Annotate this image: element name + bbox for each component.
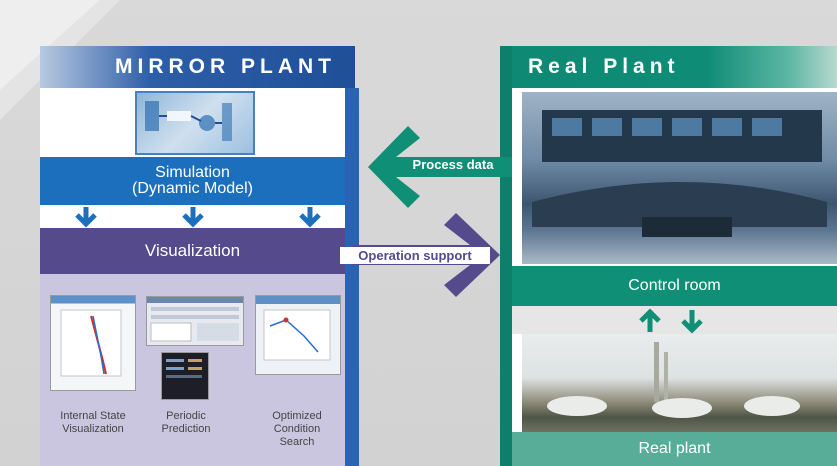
periodic-prediction-thumbnail-1 <box>146 296 244 346</box>
simulation-screenshot <box>135 91 255 155</box>
simulation-label: Simulation <box>155 164 230 181</box>
visualization-box: Visualization <box>40 228 345 274</box>
mirror-plant-title: MIRROR PLANT <box>40 46 355 88</box>
caption-optimized-search: Optimized Condition Search <box>272 410 322 448</box>
caption-periodic-prediction: Periodic Prediction <box>161 410 211 435</box>
process-data-label: Process data <box>412 157 494 172</box>
simulation-box: Simulation (Dynamic Model) <box>40 157 345 205</box>
periodic-prediction-thumbnail-2 <box>161 352 209 400</box>
real-plant-edge <box>500 46 512 466</box>
control-room-box: Control room <box>512 266 837 306</box>
caption-internal-state: Internal State Visualization <box>60 410 126 435</box>
arrow-up-icon <box>639 308 661 332</box>
operation-support-label: Operation support <box>340 247 490 264</box>
internal-state-thumbnail <box>50 295 136 391</box>
arrow-down-icon <box>681 310 703 334</box>
arrow-down-icon <box>75 207 321 228</box>
real-plant-title: Real Plant <box>512 46 837 88</box>
optimized-search-thumbnail <box>255 295 341 375</box>
up-down-arrows <box>639 308 703 334</box>
process-data-arrow <box>368 126 512 208</box>
real-plant-box: Real plant <box>512 432 837 466</box>
down-arrows <box>75 207 321 228</box>
real-plant-photo <box>522 334 837 432</box>
control-room-photo <box>522 92 837 264</box>
real-plant-connector <box>512 306 837 334</box>
mirror-plant-edge <box>345 88 359 466</box>
simulation-sublabel: (Dynamic Model) <box>132 180 253 197</box>
